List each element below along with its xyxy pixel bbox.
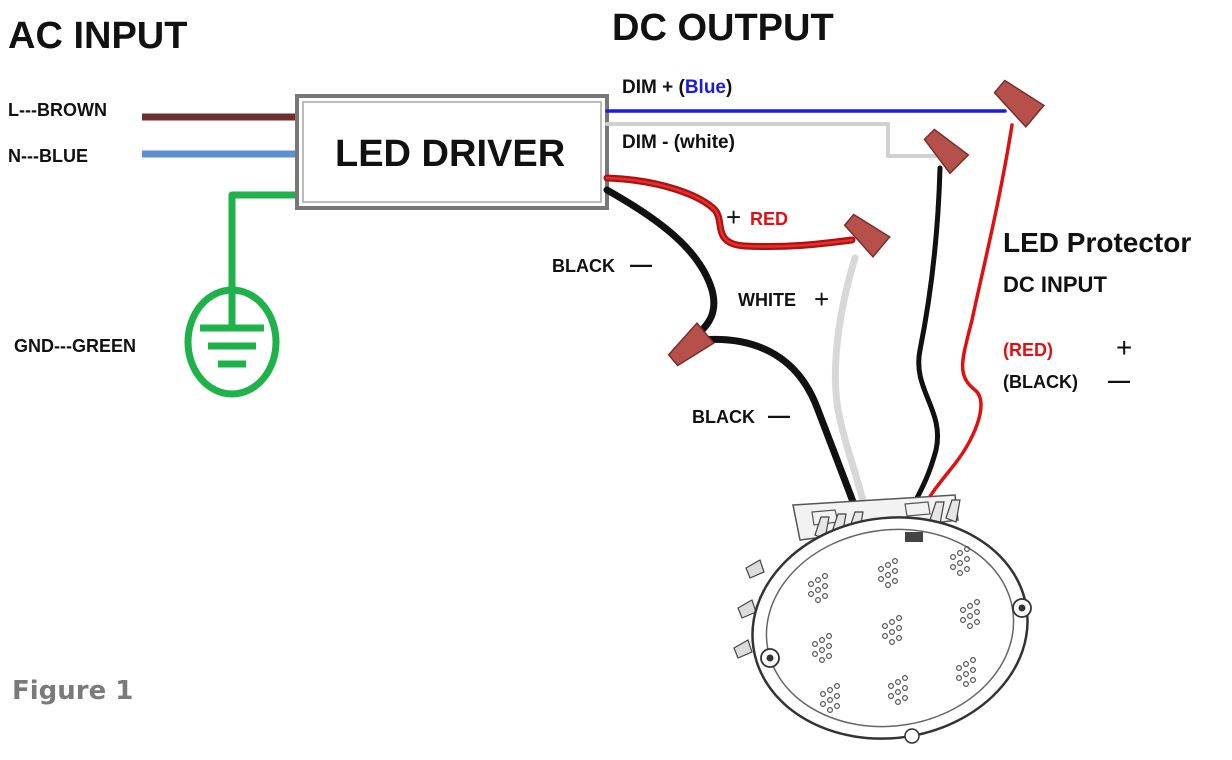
protector-red-label: (RED) <box>1003 340 1053 360</box>
ac-wires <box>142 113 302 302</box>
black-bottom-label: BLACK <box>692 407 755 427</box>
connector-icon <box>843 213 891 258</box>
white-module-wire <box>831 254 872 524</box>
black-bottom-minus: — <box>768 403 790 428</box>
dim-plus-module-red-wire <box>923 123 1014 507</box>
live-wire-label: L---BROWN <box>8 100 107 120</box>
ground-wire-label: GND---GREEN <box>14 336 136 356</box>
led-driver-box <box>295 94 609 210</box>
connector-icon <box>667 322 715 367</box>
protector-minus-sign: — <box>1108 368 1130 393</box>
led-driver-label: LED DRIVER <box>335 133 565 175</box>
white-plus-sign: + <box>814 284 829 314</box>
white-plus-label: WHITE <box>738 290 796 310</box>
black-module-wire <box>696 335 862 519</box>
connector-icon <box>923 128 970 175</box>
black-top-minus: — <box>630 252 652 277</box>
dc-output-heading: DC OUTPUT <box>612 7 834 49</box>
protector-black-label: (BLACK) <box>1003 372 1078 392</box>
driver-black-minus-wire <box>603 186 718 342</box>
red-plus-label: RED <box>750 209 788 229</box>
protector-plus-sign: + <box>1116 332 1132 363</box>
protector-subtitle: DC INPUT <box>1003 272 1107 297</box>
dim-plus-label: DIM + (Blue) <box>622 77 732 98</box>
dim-minus-module-wire <box>909 165 943 511</box>
protector-title: LED Protector <box>1003 227 1191 258</box>
dc-wires <box>603 109 1014 524</box>
red-plus-sign: + <box>726 202 741 232</box>
led-module-icon <box>733 494 1032 744</box>
ground-green-wire <box>228 191 302 302</box>
driver-red-plus-wire-highlight <box>605 176 854 248</box>
neutral-wire-label: N---BLUE <box>8 146 88 166</box>
black-top-label: BLACK <box>552 256 615 276</box>
ac-input-heading: AC INPUT <box>8 15 187 57</box>
wire-connectors <box>667 79 1045 367</box>
dim-minus-white-wire <box>605 122 937 158</box>
figure-caption: Figure 1 <box>12 676 133 706</box>
connector-icon <box>993 79 1045 129</box>
dim-minus-label: DIM - (white) <box>622 132 735 153</box>
ground-icon <box>184 286 280 398</box>
